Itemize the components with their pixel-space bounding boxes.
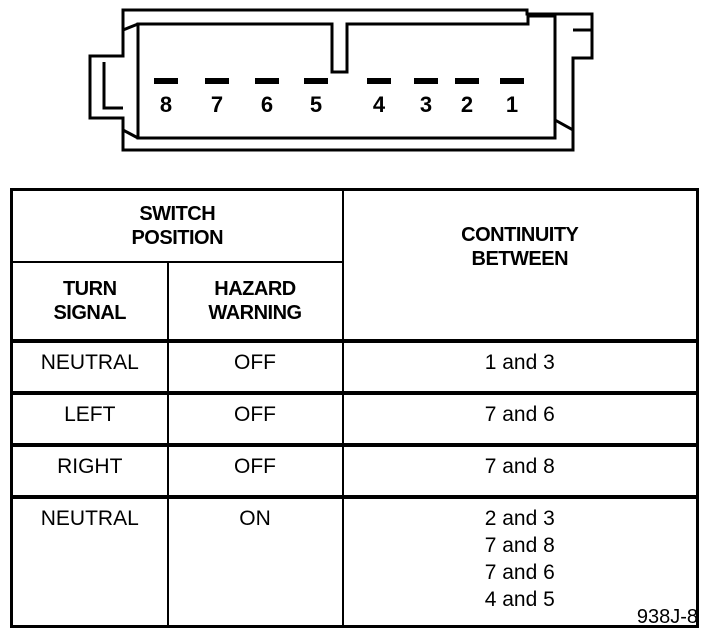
header-switch-position: SWITCH POSITION [10,188,344,263]
terminal-7 [205,78,229,84]
pin-label-7: 7 [211,92,223,117]
cell-hazard-warning: OFF [166,340,344,395]
terminal-1 [500,78,524,84]
terminal-5 [304,78,328,84]
pin-label-8: 8 [160,92,172,117]
cell-turn-signal: NEUTRAL [10,340,169,395]
connector-latch-right [553,14,592,32]
table-row: LEFT OFF 7 and 6 [10,392,699,447]
connector-corner-bottom-left [122,128,139,140]
cell-continuity: 7 and 6 [341,392,699,447]
pin-label-4: 4 [373,92,386,117]
cell-hazard-warning: OFF [166,392,344,447]
header-continuity-between: CONTINUITY BETWEEN [341,188,699,343]
terminal-4 [367,78,391,84]
cell-turn-signal: RIGHT [10,444,169,499]
header-hazard-warning: HAZARD WARNING [166,261,344,343]
table-row: RIGHT OFF 7 and 8 [10,444,699,499]
connector-corner-top-left [122,22,139,32]
pin-label-2: 2 [461,92,473,117]
pin-label-3: 3 [420,92,432,117]
cell-hazard-warning: OFF [166,444,344,499]
figure-id: 938J-8 [636,606,698,628]
cell-continuity: 7 and 8 [341,444,699,499]
connector-latch-left [102,62,123,110]
table-row: NEUTRAL OFF 1 and 3 [10,340,699,395]
cell-hazard-warning: ON [166,496,344,628]
connector-housing-outer [88,8,594,152]
table-row: NEUTRAL ON 2 and 3 7 and 8 7 and 6 4 and… [10,496,699,628]
header-turn-signal: TURN SIGNAL [10,261,169,343]
terminal-2 [455,78,479,84]
pin-label-1: 1 [506,92,518,117]
pin-label-6: 6 [261,92,273,117]
connector-housing-inner [136,14,557,140]
connector-corner-bottom-right [554,118,574,132]
terminal-3 [414,78,438,84]
connector-diagram: 8 7 6 5 4 3 2 1 [88,8,594,152]
pin-label-5: 5 [310,92,322,117]
cell-turn-signal: NEUTRAL [10,496,169,628]
continuity-table: SWITCH POSITION CONTINUITY BETWEEN TURN … [10,188,700,628]
cell-continuity: 2 and 3 7 and 8 7 and 6 4 and 5 [341,496,699,628]
terminal-6 [255,78,279,84]
cell-continuity: 1 and 3 [341,340,699,395]
cell-turn-signal: LEFT [10,392,169,447]
terminal-8 [154,78,178,84]
